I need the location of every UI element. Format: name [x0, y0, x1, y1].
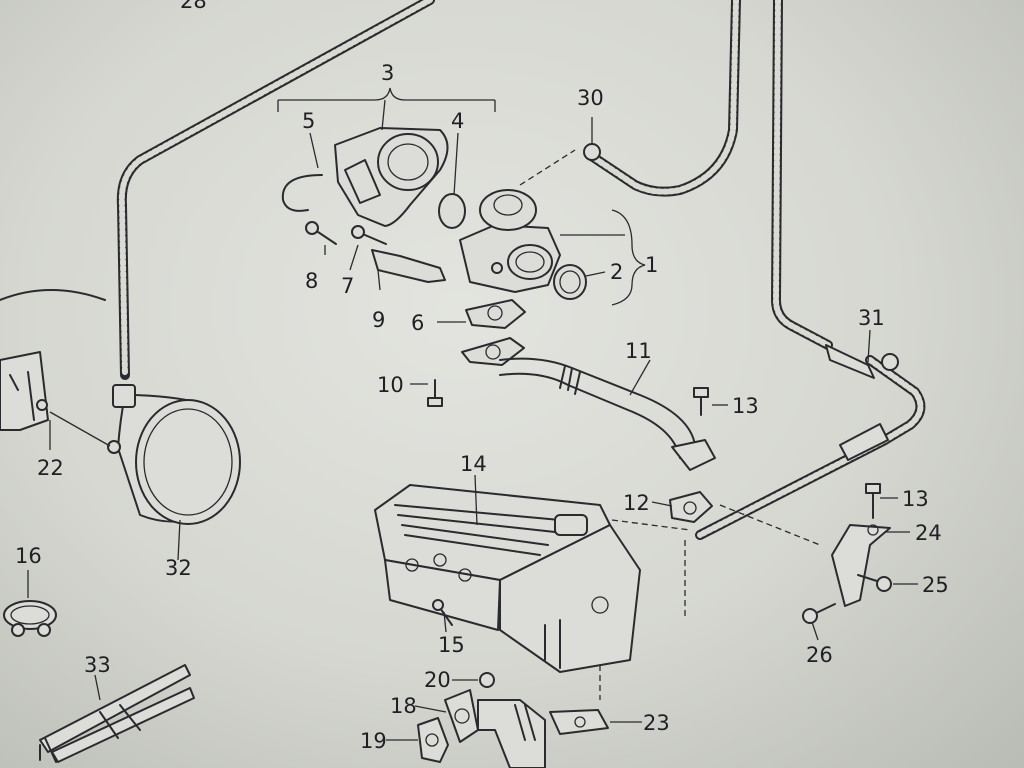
bolt-13-upper	[693, 387, 709, 416]
bolt-7	[351, 225, 387, 245]
flange-18	[444, 689, 479, 743]
callout-9: 9	[372, 308, 385, 332]
callout-25: 25	[922, 573, 949, 597]
callout-10: 10	[377, 373, 404, 397]
callout-15: 15	[438, 633, 465, 657]
callout-13-lower: 13	[902, 487, 929, 511]
bolt-25	[857, 574, 892, 592]
callout-26: 26	[806, 643, 833, 667]
gasket-6	[465, 299, 526, 329]
vacuum-hose-upper-right	[585, 0, 741, 197]
gasket-23	[549, 709, 609, 735]
bolt-15	[432, 599, 453, 626]
support-bracket-9	[371, 249, 446, 283]
callout-1: 1	[645, 253, 658, 277]
callout-20: 20	[424, 668, 451, 692]
callout-11: 11	[625, 339, 652, 363]
callout-12: 12	[623, 491, 650, 515]
callout-22: 22	[37, 456, 64, 480]
nut-20	[479, 672, 495, 688]
callout-labels: 28 1 2 3 4 5 6 7 8 9 10 11 12 13 13 14 1…	[15, 0, 949, 753]
assembly-guide-lines	[519, 149, 821, 700]
callout-16: 16	[15, 544, 42, 568]
callout-14: 14	[460, 452, 487, 476]
egr-valve	[459, 189, 561, 293]
callout-7: 7	[341, 274, 354, 298]
callout-4: 4	[451, 109, 464, 133]
callout-32: 32	[165, 556, 192, 580]
o-ring-2	[553, 264, 587, 300]
hose-sleeve	[839, 423, 889, 461]
bolt-13-lower	[865, 483, 881, 519]
callout-6: 6	[411, 311, 424, 335]
nut-30	[583, 143, 601, 161]
hose-bundle	[39, 664, 195, 763]
seal-ring-5	[281, 174, 323, 212]
bolt-10	[427, 379, 443, 407]
egr-pipe	[461, 337, 716, 471]
callout-18: 18	[390, 694, 417, 718]
callout-31: 31	[858, 306, 885, 330]
vacuum-reservoir	[107, 384, 241, 525]
throttle-housing	[334, 127, 449, 227]
callout-5: 5	[302, 109, 315, 133]
leader-lines	[27, 87, 918, 741]
bolt-8	[305, 221, 337, 245]
mounting-bracket-left	[0, 289, 106, 431]
gasket-12	[669, 491, 713, 523]
callout-19: 19	[360, 729, 387, 753]
callout-33: 33	[84, 653, 111, 677]
vacuum-hose-right	[771, 0, 833, 350]
o-ring-4	[438, 193, 466, 229]
callout-3: 3	[381, 61, 394, 85]
hose-connector-31	[825, 344, 899, 379]
callout-8: 8	[305, 269, 318, 293]
callout-28: 28	[180, 0, 207, 13]
bracket-24	[831, 524, 891, 607]
vacuum-hose-left	[116, 0, 435, 380]
egr-cooler	[374, 484, 641, 673]
vacuum-hose-lower	[695, 355, 926, 540]
callout-13-upper: 13	[732, 394, 759, 418]
callout-2: 2	[610, 260, 623, 284]
callout-24: 24	[915, 521, 942, 545]
flange-gasket-19	[417, 717, 449, 763]
bolt-26	[802, 603, 836, 624]
exhaust-pipe-lower	[477, 699, 546, 768]
callout-30: 30	[577, 86, 604, 110]
hose-clamp	[3, 600, 57, 637]
callout-23: 23	[643, 711, 670, 735]
